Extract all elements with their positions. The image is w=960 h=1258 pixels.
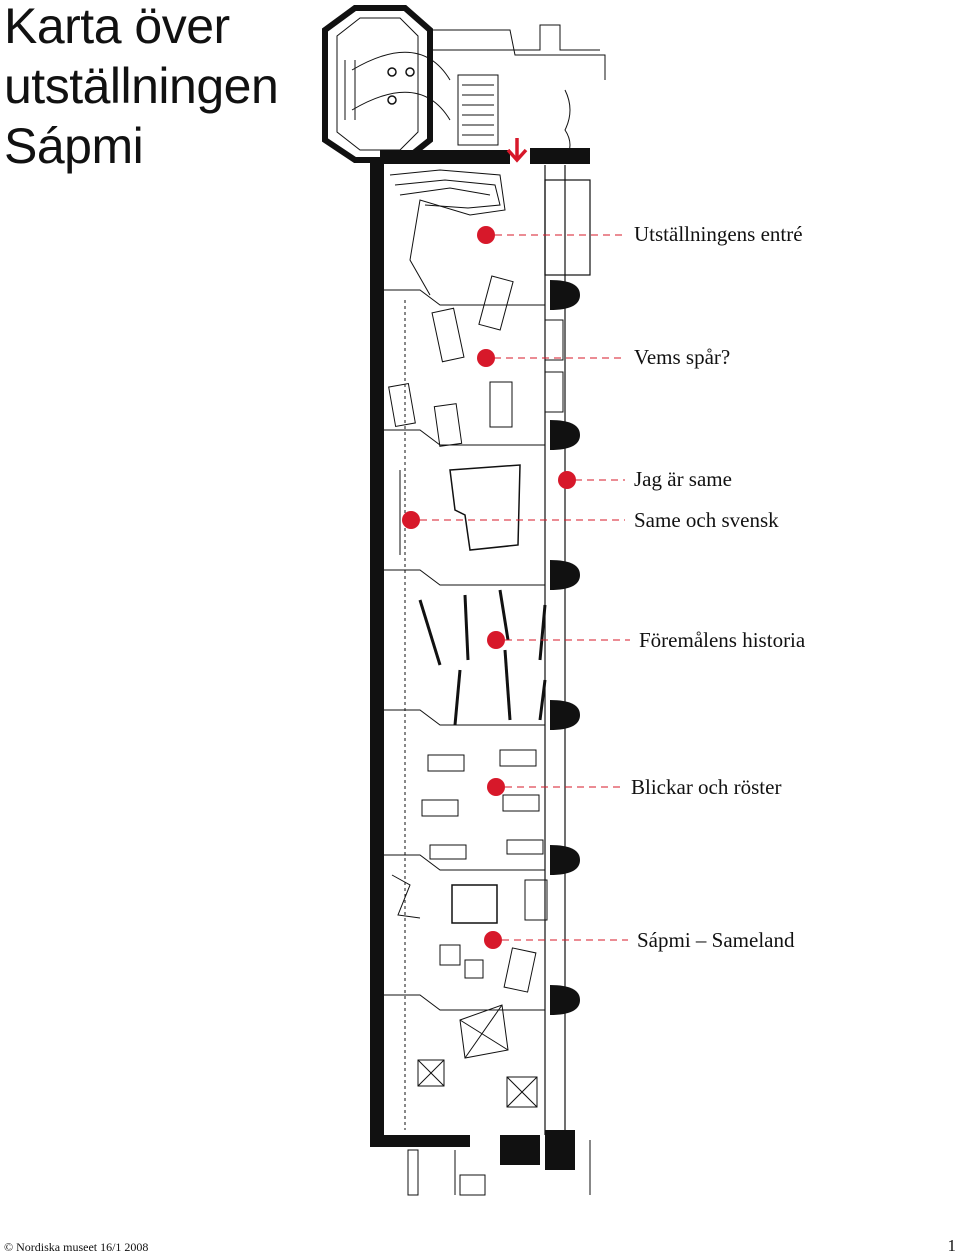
section-label-same-och-svensk: Same och svensk	[634, 508, 779, 532]
section-label-utstallningens-entre: Utställningens entré	[634, 222, 803, 246]
section-label-blickar-och-roster: Blickar och röster	[631, 775, 782, 799]
title-line-2: utställningen	[4, 58, 279, 114]
page-title: Karta över utställningen Sápmi	[4, 0, 279, 176]
entrance-corridor	[430, 24, 606, 161]
section-markers	[402, 226, 576, 949]
section-label-jag-ar-same: Jag är same	[634, 467, 732, 491]
leader-lines	[420, 234, 630, 941]
marker-jag-ar-same	[558, 471, 576, 489]
vems-spar-cases	[388, 275, 564, 447]
sapmi-sameland-objects	[391, 874, 548, 993]
marker-blickar-och-roster	[487, 778, 505, 796]
marker-sapmi-sameland	[484, 931, 502, 949]
foremalens-historia-cases	[418, 589, 547, 726]
section-label-sapmi-sameland: Sápmi – Sameland	[637, 928, 795, 952]
marker-vems-spar	[477, 349, 495, 367]
marker-same-och-svensk	[402, 511, 420, 529]
entrance-arrow-icon	[506, 138, 528, 163]
marker-foremalens-historia	[487, 631, 505, 649]
page-number: 1	[947, 1236, 957, 1255]
wall-columns	[500, 280, 580, 1170]
footer-credit: © Nordiska museet 16/1 2008	[4, 1240, 149, 1254]
section-label-vems-spar: Vems spår?	[634, 345, 731, 369]
entrance-installation	[389, 169, 506, 296]
title-line-1: Karta över	[4, 0, 230, 54]
blickar-benches	[421, 749, 544, 860]
tent-pyramids	[417, 1004, 538, 1108]
room-dividers	[384, 165, 546, 1130]
exit-area	[407, 1140, 591, 1196]
section-label-foremalens-historia: Föremålens historia	[639, 628, 806, 652]
title-line-3: Sápmi	[4, 118, 144, 174]
jag-ar-same-room	[399, 464, 521, 555]
stair-tower	[322, 5, 451, 163]
outer-wall-left	[370, 148, 590, 1147]
marker-utstallningens-entre	[477, 226, 495, 244]
